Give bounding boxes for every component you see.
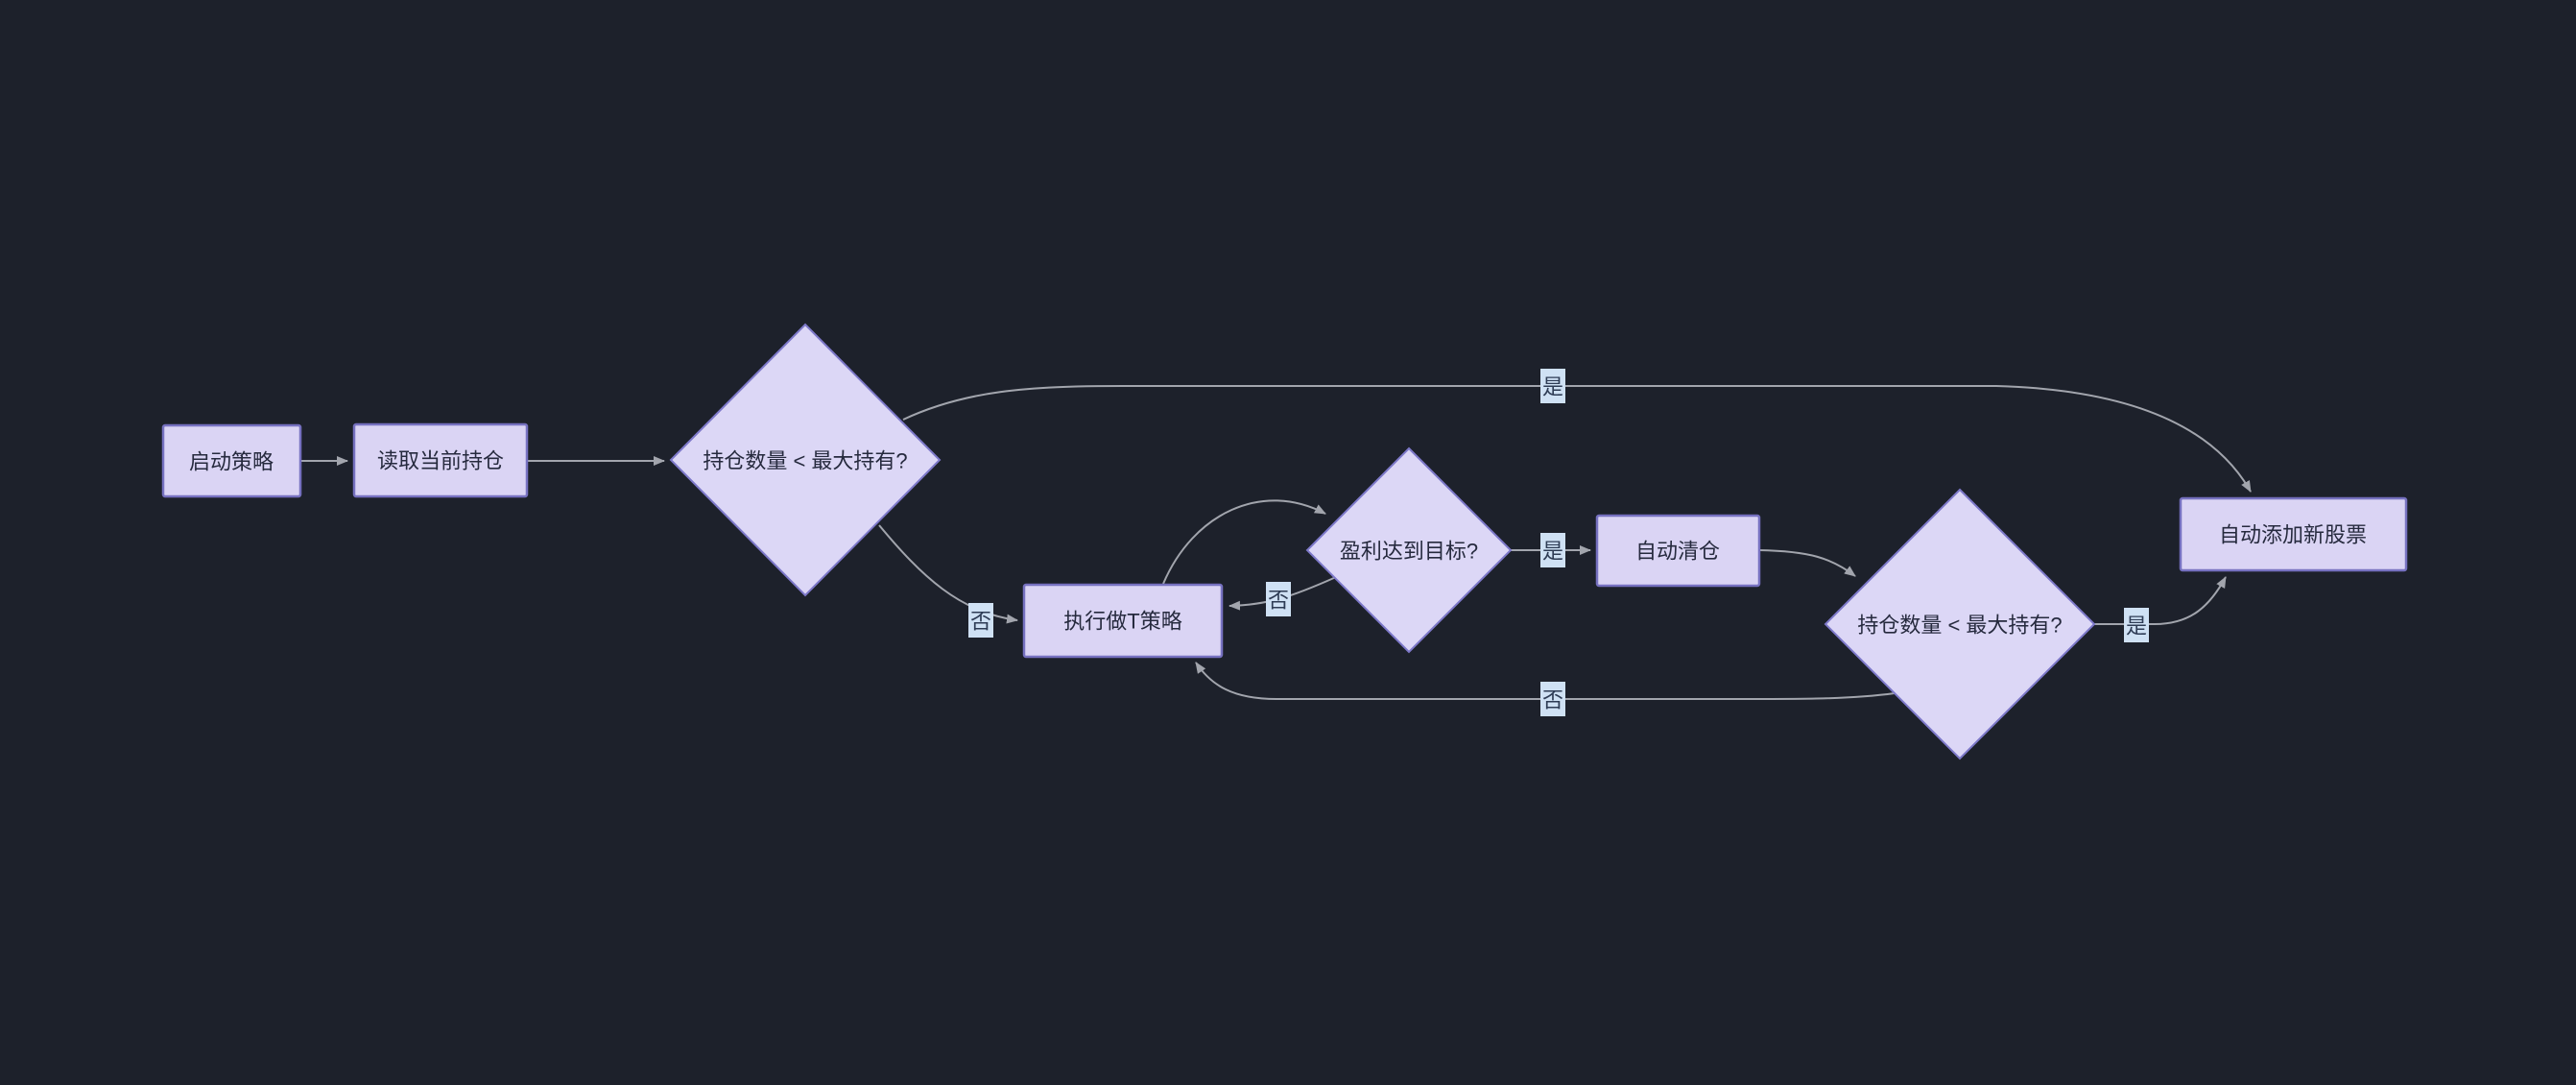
edge-label-text: 否 [1542, 688, 1563, 712]
edge-check1-yes-to-add [902, 385, 2252, 493]
node-shape[interactable] [352, 422, 529, 498]
edge-check2-no-to-t [1195, 662, 1896, 700]
node-shape[interactable] [1022, 583, 1224, 659]
node-label: 自动清仓 [1635, 540, 1720, 564]
edge-label-bg [1540, 533, 1565, 567]
edge-label-text: 是 [1542, 375, 1563, 399]
edge-labels: 是 否 否 是 是 否 [968, 369, 2149, 716]
edge-label-check2-no: 否 [1540, 682, 1565, 716]
node-label: 自动添加新股票 [2219, 523, 2367, 547]
node-profit-target[interactable]: 盈利达到目标? [1305, 446, 1513, 654]
node-add-new-stock[interactable]: 自动添加新股票 [2179, 496, 2408, 572]
edge-label-bg [1540, 682, 1565, 716]
node-read-positions[interactable]: 读取当前持仓 [352, 422, 529, 498]
node-start-strategy[interactable]: 启动策略 [161, 423, 302, 498]
edge-label-text: 是 [1542, 540, 1563, 564]
edge-label-check1-no: 否 [968, 603, 993, 638]
edge-label-text: 否 [1268, 589, 1289, 613]
nodes: 启动策略 读取当前持仓 持仓数量 < 最大持有? 执行做T策略 盈利达到目标? … [161, 323, 2408, 760]
node-label: 启动策略 [189, 450, 274, 474]
node-label: 读取当前持仓 [377, 449, 504, 473]
node-shape[interactable] [1305, 446, 1513, 654]
edge-check1-no-to-t [878, 524, 1018, 624]
node-label: 持仓数量 < 最大持有? [703, 449, 907, 473]
edge-label-bg [1540, 369, 1565, 403]
node-shape[interactable] [1595, 514, 1761, 588]
node-check-max-held-1[interactable]: 持仓数量 < 最大持有? [669, 323, 942, 597]
edge-label-profit-yes: 是 [1540, 533, 1565, 567]
node-shape[interactable] [2179, 496, 2408, 572]
node-t-strategy[interactable]: 执行做T策略 [1022, 583, 1224, 659]
node-shape[interactable] [1824, 488, 2096, 760]
node-label: 执行做T策略 [1063, 610, 1181, 634]
node-check-max-held-2[interactable]: 持仓数量 < 最大持有? [1824, 488, 2096, 760]
edge-label-bg [1266, 582, 1291, 616]
edge-label-profit-no: 否 [1266, 582, 1291, 616]
edge-label-check2-yes: 是 [2124, 608, 2149, 642]
node-label: 持仓数量 < 最大持有? [1857, 614, 2062, 638]
node-shape[interactable] [161, 423, 302, 498]
node-shape[interactable] [669, 323, 942, 597]
node-auto-clear[interactable]: 自动清仓 [1595, 514, 1761, 588]
edge-label-text: 是 [2126, 615, 2147, 639]
edge-label-check1-yes: 是 [1540, 369, 1565, 403]
edge-label-bg [968, 603, 993, 638]
edge-check2-yes-to-add [2094, 576, 2227, 625]
edge-label-text: 否 [970, 610, 991, 634]
edge-clear-to-check2 [1758, 549, 1856, 577]
edge-label-bg [2124, 608, 2149, 642]
node-label: 盈利达到目标? [1340, 540, 1478, 564]
edge-t-to-profit [1162, 499, 1326, 585]
